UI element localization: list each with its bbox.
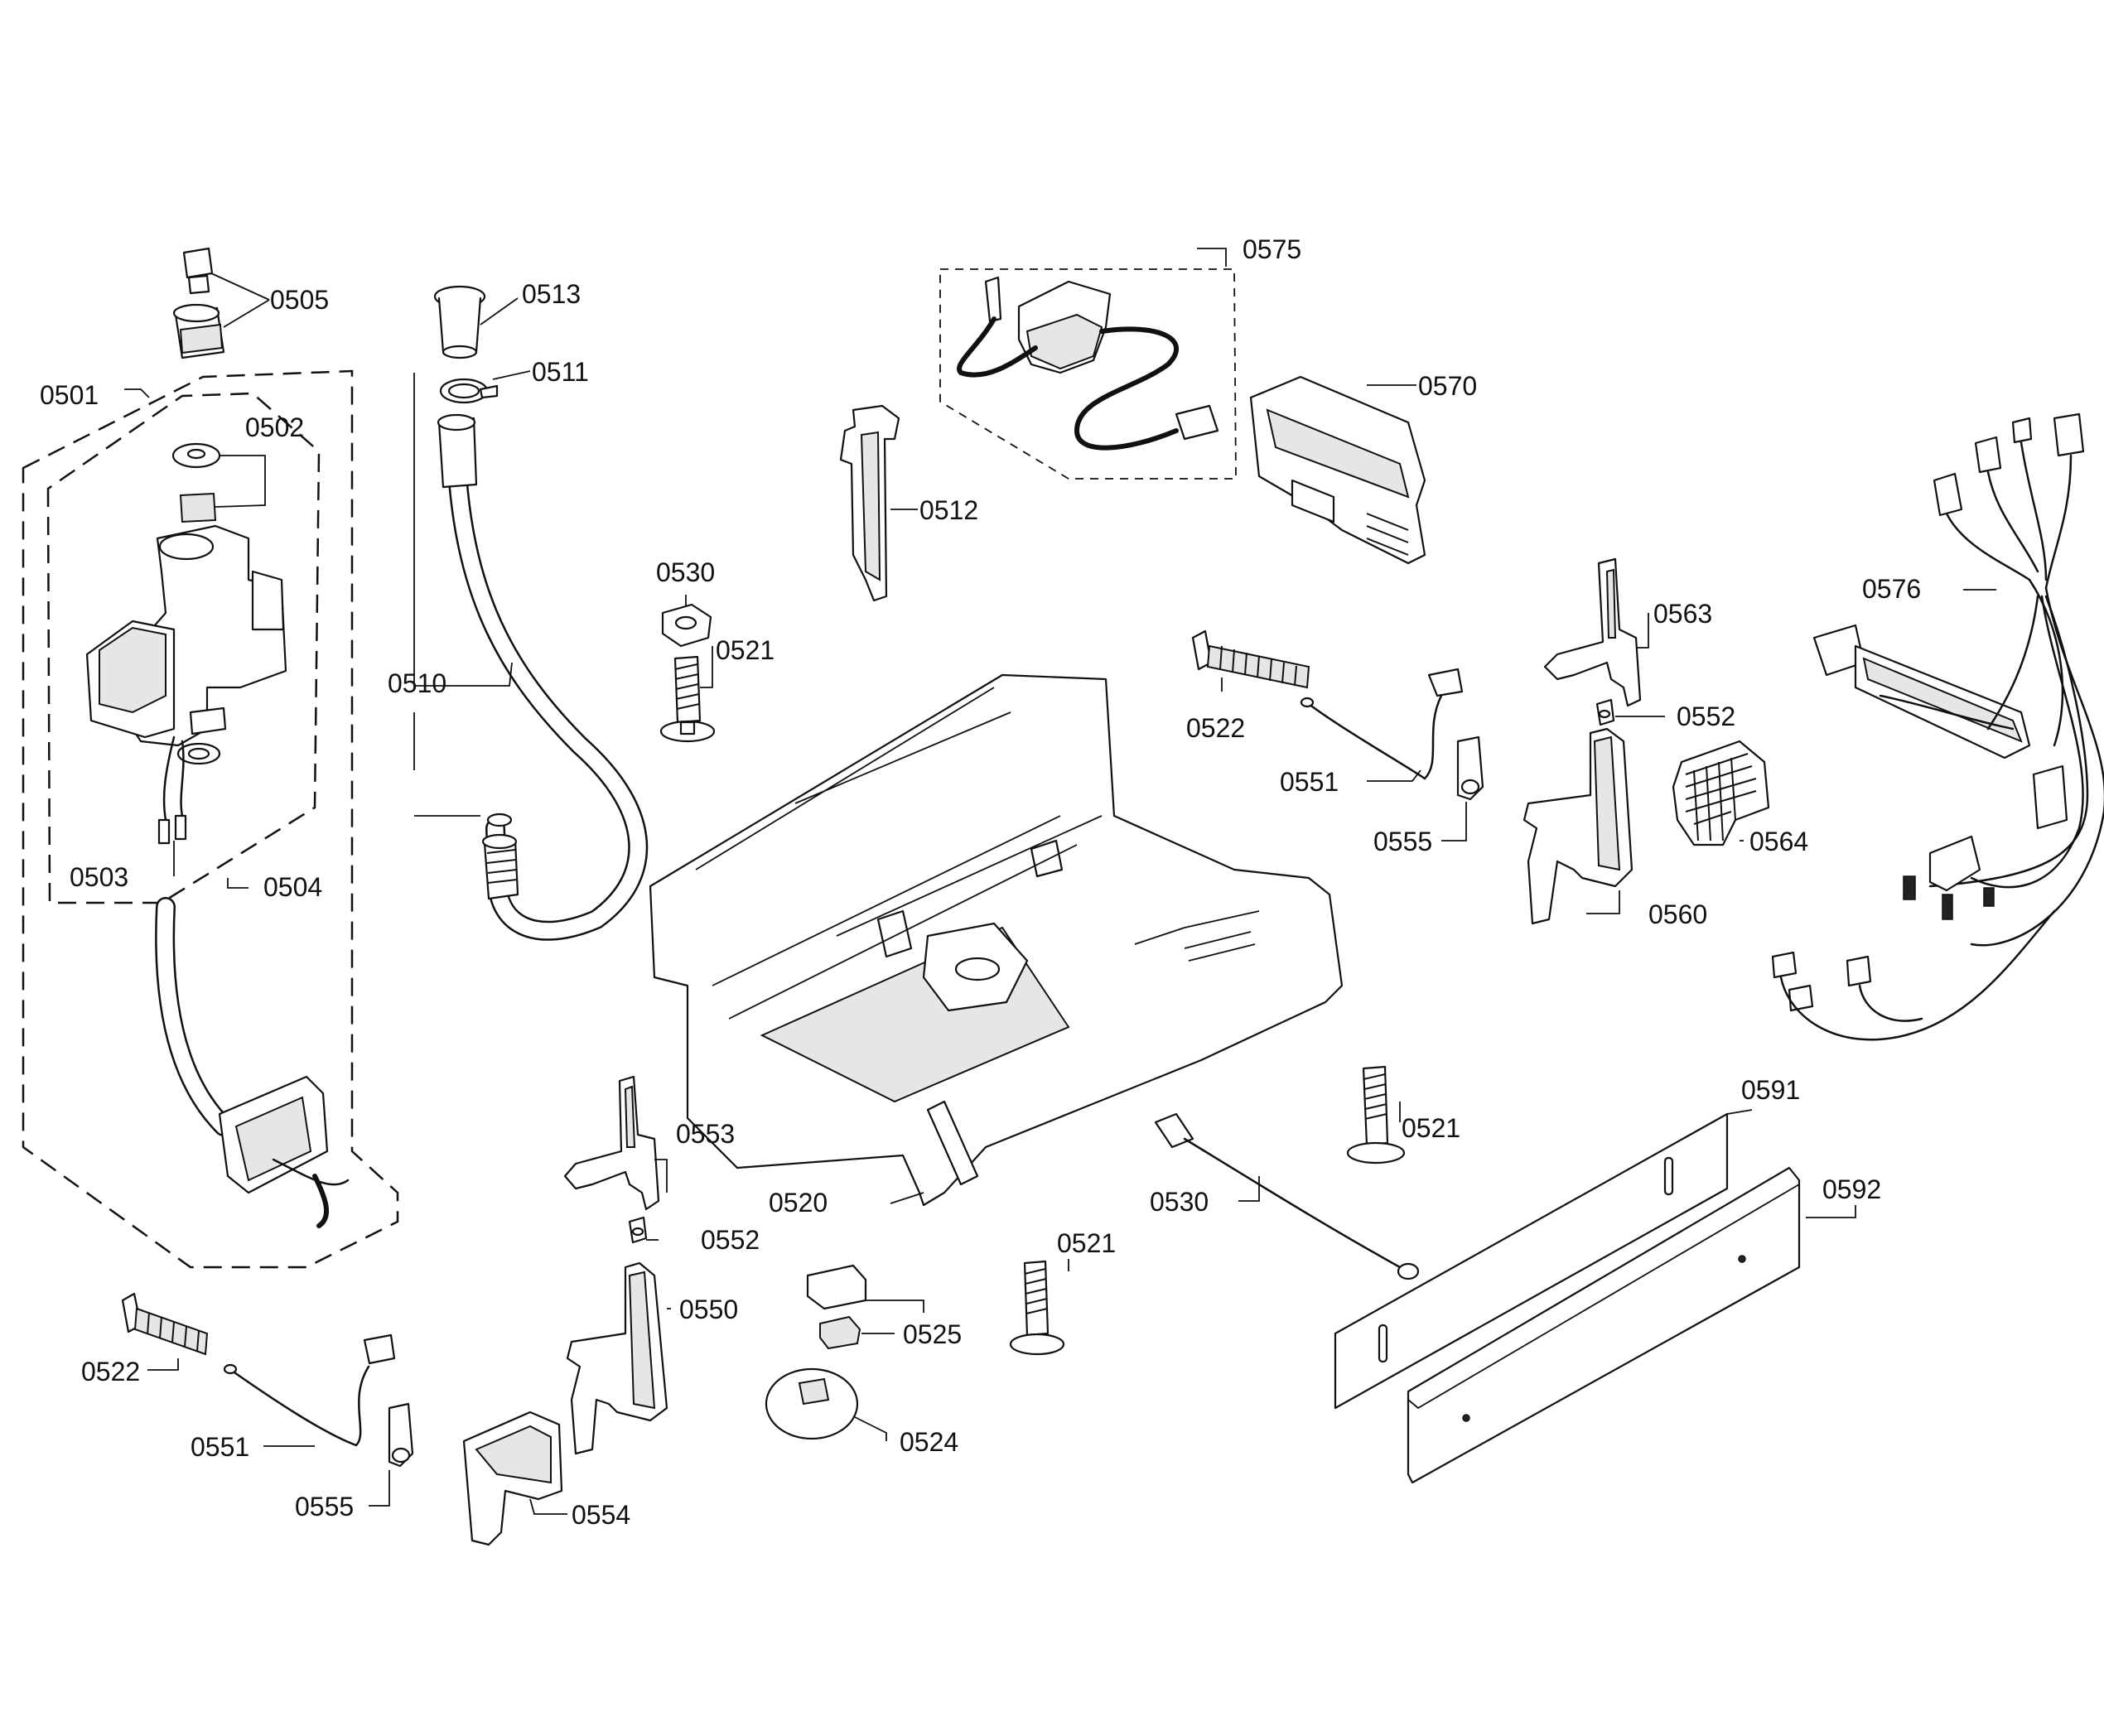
part-inlet-valve <box>85 524 287 765</box>
callout-0521-lower: 0521 <box>1057 1228 1116 1258</box>
callout-0552-right: 0552 <box>1677 702 1735 731</box>
callout-0511: 0511 <box>532 357 589 387</box>
part-0551-cable-right <box>1300 668 1464 780</box>
group-0575-outline <box>939 268 1237 480</box>
part-0563-hinge <box>1543 557 1642 707</box>
part-0510-hose <box>437 413 649 941</box>
callout-0550: 0550 <box>679 1295 738 1324</box>
callout-0551-left: 0551 <box>191 1432 249 1462</box>
callout-0522-right: 0522 <box>1186 713 1245 743</box>
callout-0555-right: 0555 <box>1373 827 1432 856</box>
callout-0502: 0502 <box>245 412 304 442</box>
part-0502-washer <box>171 442 221 523</box>
part-0520-base <box>649 673 1344 1207</box>
callout-0525: 0525 <box>903 1319 962 1349</box>
callout-0554: 0554 <box>572 1500 630 1530</box>
part-0521-screw-right <box>1346 1065 1406 1165</box>
callout-0560: 0560 <box>1648 899 1707 929</box>
callout-0570: 0570 <box>1418 371 1477 401</box>
part-0530-cable <box>1154 1112 1420 1280</box>
callout-0505: 0505 <box>270 285 329 315</box>
part-0551-cable-left <box>223 1333 396 1447</box>
part-0512-rail <box>839 404 900 602</box>
part-0501-hose <box>155 897 234 1136</box>
part-0522-spring-right <box>1191 629 1310 689</box>
part-0525-latch <box>806 1264 867 1350</box>
part-0511-clamp <box>439 378 499 404</box>
part-0552-clip-left <box>628 1216 648 1244</box>
callout-0512: 0512 <box>919 495 978 525</box>
callout-0530-top: 0530 <box>656 557 715 587</box>
callout-0513: 0513 <box>522 279 581 309</box>
part-0555-clip-right <box>1456 735 1484 801</box>
callout-labels: 0505 0501 0502 0503 0504 0513 0511 0510 … <box>40 234 1921 1530</box>
part-0522-spring-left <box>121 1292 209 1356</box>
callout-0530-lower: 0530 <box>1150 1187 1209 1217</box>
callout-0576: 0576 <box>1862 574 1921 604</box>
part-0521-screw-lower <box>1009 1260 1065 1356</box>
callout-0524: 0524 <box>900 1427 958 1457</box>
callout-0521-right: 0521 <box>1402 1113 1460 1143</box>
callout-0552-left: 0552 <box>701 1225 760 1255</box>
callout-0563: 0563 <box>1653 599 1712 629</box>
part-0576-harness <box>1771 412 2104 1041</box>
part-0552-clip-right <box>1595 698 1615 726</box>
part-0550-bracket <box>566 1261 668 1455</box>
leader-lines <box>124 248 1996 1515</box>
callout-0575: 0575 <box>1243 234 1301 264</box>
callout-0592: 0592 <box>1822 1174 1881 1204</box>
callout-0503: 0503 <box>70 862 128 892</box>
callout-0553: 0553 <box>676 1119 735 1149</box>
group-0504-outline <box>46 392 321 904</box>
part-0505-fitting <box>172 247 225 359</box>
part-0592-panel <box>1407 1166 1801 1484</box>
callout-0551-right: 0551 <box>1280 767 1339 797</box>
part-0503-wires <box>157 735 187 845</box>
part-0555-clip-left <box>388 1402 414 1468</box>
part-0570-module <box>1249 375 1426 565</box>
part-0554-guard <box>462 1410 563 1546</box>
part-0575-motor <box>957 276 1219 451</box>
part-0501-bracket <box>218 1075 350 1228</box>
part-0564-guard <box>1672 740 1770 846</box>
callout-0510: 0510 <box>388 668 446 698</box>
callout-0504: 0504 <box>263 872 322 902</box>
callout-0591: 0591 <box>1741 1075 1800 1105</box>
callout-0555-left: 0555 <box>295 1492 354 1521</box>
part-0513-cap <box>433 285 486 359</box>
part-0524-disc <box>765 1367 859 1440</box>
part-0521-screw-top <box>659 655 716 743</box>
callout-0520: 0520 <box>769 1188 828 1218</box>
callout-0564: 0564 <box>1749 827 1808 856</box>
callout-0501: 0501 <box>40 380 99 410</box>
part-0560-bracket <box>1523 727 1633 925</box>
part-0530-nut <box>661 603 712 648</box>
callout-0522-left: 0522 <box>81 1357 140 1386</box>
part-0591-panel <box>1334 1112 1729 1410</box>
part-0553-hinge <box>563 1075 660 1211</box>
callout-0521-top: 0521 <box>716 635 775 665</box>
